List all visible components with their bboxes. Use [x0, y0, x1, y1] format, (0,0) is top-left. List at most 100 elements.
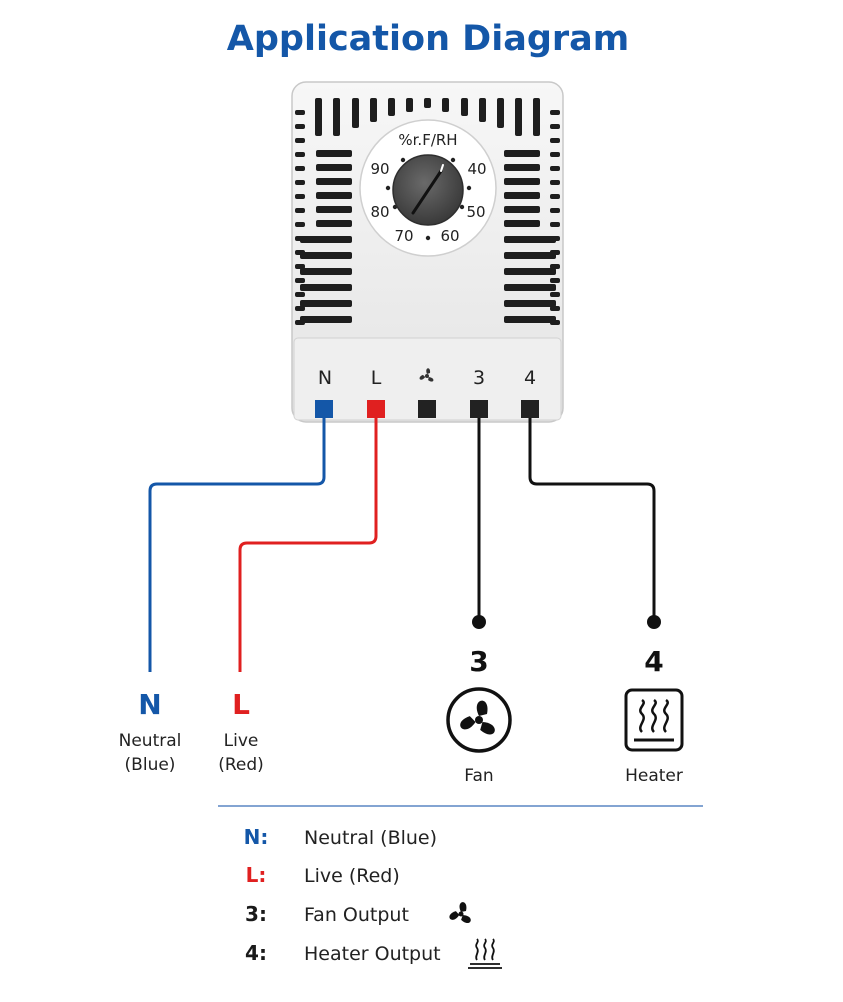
vent-slot — [316, 178, 352, 185]
terminal-fan-icon — [419, 368, 434, 382]
legend-key-3: 3: — [245, 902, 267, 926]
vent-slot — [295, 124, 305, 129]
live-key: L — [232, 688, 250, 721]
vent-slot — [295, 292, 305, 297]
vent-slot — [295, 250, 305, 255]
neutral-color-label: (Blue) — [125, 755, 176, 775]
vent-slot — [504, 284, 556, 291]
terminal-blocks — [315, 400, 539, 418]
vent-slot — [316, 206, 352, 213]
vent-slot — [295, 152, 305, 157]
vent-slot — [295, 194, 305, 199]
ventilation-slots — [295, 98, 560, 325]
terminal-fan-symbol[interactable] — [418, 400, 436, 418]
dial-scale-80: 80 — [370, 203, 389, 221]
vent-slot — [300, 268, 352, 275]
heater-label: Heater — [625, 766, 683, 786]
neutral-wire — [148, 418, 326, 672]
vent-slot — [533, 98, 540, 136]
legend-key-l: L: — [246, 863, 267, 887]
fan-label: Fan — [464, 766, 493, 786]
heater-key: 4 — [644, 645, 663, 678]
dial-scale-50: 50 — [466, 203, 485, 221]
vent-slot — [424, 98, 431, 108]
fan-wire-end — [472, 615, 486, 629]
dial-scale-70: 70 — [394, 227, 413, 245]
vent-slot — [515, 98, 522, 136]
vent-slot — [550, 138, 560, 143]
legend-text-l: Live (Red) — [304, 865, 400, 887]
terminal-n[interactable] — [315, 400, 333, 418]
dial-scale-40: 40 — [467, 160, 486, 178]
vent-slot — [316, 164, 352, 171]
vent-slot — [316, 192, 352, 199]
legend-key-4: 4: — [245, 941, 267, 965]
live-color-label: (Red) — [218, 755, 264, 775]
diagram-title: Application Diagram — [227, 19, 630, 59]
vent-slot — [550, 152, 560, 157]
vent-slot — [550, 110, 560, 115]
vent-slot — [504, 220, 540, 227]
vent-slot — [550, 250, 560, 255]
vent-slot — [497, 98, 504, 128]
terminal-label-n: N — [318, 367, 332, 389]
terminal-4[interactable] — [521, 400, 539, 418]
vent-slot — [550, 306, 560, 311]
humidity-dial[interactable]: %r.F/RH 90 40 80 50 70 60 — [359, 119, 497, 257]
vent-slot — [370, 98, 377, 122]
vent-slot — [442, 98, 449, 112]
vent-slot — [316, 220, 352, 227]
vent-slot — [504, 164, 540, 171]
legend-fan-icon — [449, 902, 471, 924]
fan-key: 3 — [469, 645, 488, 678]
vent-slot — [550, 222, 560, 227]
vent-slot — [550, 124, 560, 129]
vent-slot — [300, 252, 352, 259]
legend: N: Neutral (Blue) L: Live (Red) 3: Fan O… — [244, 825, 502, 969]
legend-heater-icon — [468, 938, 502, 969]
vent-slot — [352, 98, 359, 128]
vent-slot — [504, 316, 556, 323]
vent-slot — [504, 150, 540, 157]
legend-text-4: Heater Output — [304, 943, 441, 965]
vent-slot — [406, 98, 413, 112]
vent-slot — [295, 320, 305, 325]
terminal-l[interactable] — [367, 400, 385, 418]
live-wire — [238, 418, 378, 672]
vent-slot — [300, 236, 352, 243]
neutral-key: N — [138, 688, 161, 721]
dial-scale-60: 60 — [440, 227, 459, 245]
fan-icon — [446, 687, 512, 753]
vent-slot — [388, 98, 395, 116]
terminal-3[interactable] — [470, 400, 488, 418]
vent-slot — [295, 208, 305, 213]
vent-slot — [504, 236, 556, 243]
live-label: Live — [224, 731, 259, 751]
vent-slot — [315, 98, 322, 136]
terminal-label-l: L — [371, 367, 382, 389]
vent-slot — [295, 110, 305, 115]
vent-slot — [316, 150, 352, 157]
vent-slot — [504, 192, 540, 199]
vent-slot — [550, 292, 560, 297]
legend-text-3: Fan Output — [304, 904, 409, 926]
vent-slot — [479, 98, 486, 122]
vent-slot — [550, 166, 560, 171]
vent-slot — [550, 194, 560, 199]
vent-slot — [295, 166, 305, 171]
vent-slot — [504, 206, 540, 213]
dial-unit-label: %r.F/RH — [398, 131, 457, 149]
vent-slot — [461, 98, 468, 116]
dial-pointer — [411, 169, 443, 215]
vent-slot — [295, 222, 305, 227]
vent-slot — [295, 138, 305, 143]
heater-wire — [528, 418, 656, 622]
vent-slot — [504, 268, 556, 275]
vent-slot — [295, 180, 305, 185]
vent-slot — [295, 264, 305, 269]
vent-slot — [550, 208, 560, 213]
terminal-label-3: 3 — [473, 367, 485, 389]
vent-slot — [550, 320, 560, 325]
dial-scale-90: 90 — [370, 160, 389, 178]
